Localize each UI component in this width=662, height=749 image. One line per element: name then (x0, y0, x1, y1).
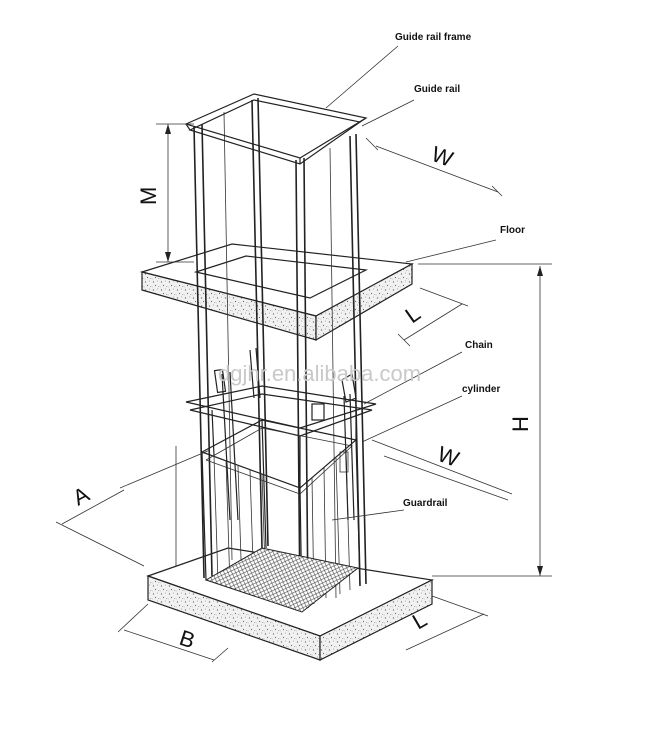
callout-guide-rail: Guide rail (414, 84, 460, 95)
dim-label-l-top: L (401, 301, 425, 329)
callout-guardrail: Guardrail (403, 498, 448, 509)
callout-leaders (325, 45, 497, 521)
chain-cylinder-assembly (213, 347, 357, 521)
dimension-lines (55, 123, 552, 663)
dim-label-l-bottom: L (408, 607, 431, 635)
upper-floor-slab (139, 243, 414, 342)
dim-label-a: A (69, 481, 94, 510)
guide-rail-frame-top (184, 93, 368, 165)
dim-label-b: B (176, 625, 198, 653)
callout-cylinder: cylinder (462, 384, 500, 395)
callout-chain: Chain (465, 340, 493, 351)
dim-label-w-bottom: W (434, 441, 462, 472)
watermark-text: dgjhr.en.alibaba.com (218, 361, 421, 386)
callout-guide-rail-frame: Guide rail frame (395, 32, 472, 43)
dim-label-h: H (508, 416, 533, 432)
callout-floor: Floor (500, 225, 525, 236)
guide-rail-posts (193, 97, 367, 611)
dim-label-m: M (136, 187, 161, 205)
